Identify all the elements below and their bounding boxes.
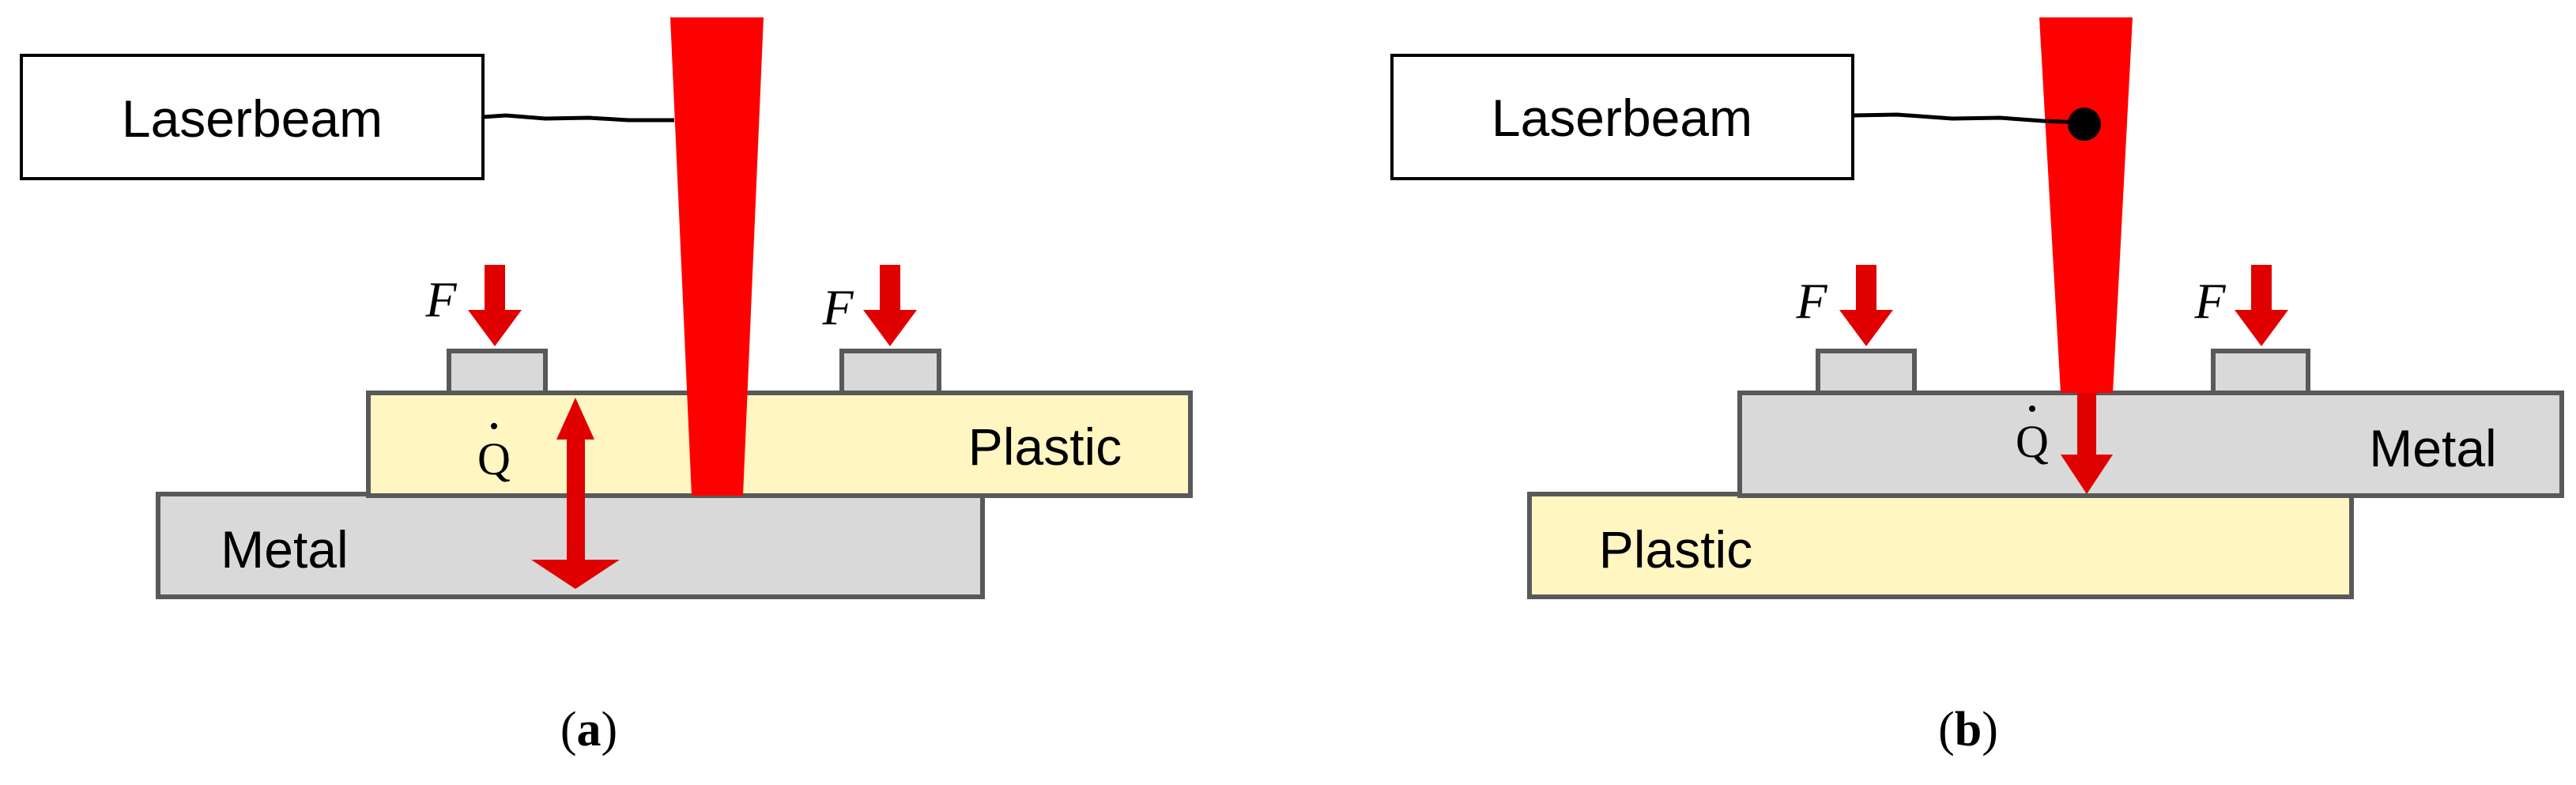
metal-plate [1737,391,2564,498]
caption-close: ) [602,703,618,757]
clamp-right [839,349,941,395]
caption-a: (a) [560,703,617,757]
laser-beam [2039,17,2133,393]
heat-label: Q [2016,416,2049,467]
laser-beam [670,17,764,496]
force-label-right: F [2193,273,2226,329]
leader-line [482,113,674,123]
q-dot [2029,406,2035,412]
caption-open: ( [560,703,577,757]
laserbeam-label: Laserbeam [122,89,383,148]
laserbeam-label: Laserbeam [1492,89,1752,147]
clamp-left [1816,349,1917,395]
caption-letter: b [1955,703,1982,757]
caption-open: ( [1938,703,1955,757]
heat-flux-double-arrow [531,398,620,589]
force-label-left: F [424,271,457,327]
panel-b: Laserbeam F F Q Metal Plastic (b) [1390,17,2564,757]
panel-a: Laserbeam F F Q Plastic Metal (a) [20,17,1193,757]
bottom-plate-label: Plastic [1599,520,1752,579]
caption-close: ) [1982,703,1998,757]
top-plate-label: Metal [2369,419,2496,477]
force-label-left: F [1795,273,1827,329]
leader-dot [2068,108,2101,141]
plastic-plate [366,391,1193,498]
bottom-plate-label: Metal [221,520,348,579]
q-dot [491,423,497,429]
clamp-left [447,349,548,395]
leader-line [1852,112,2084,125]
force-arrow-left [468,265,522,346]
caption-b: (b) [1938,703,1998,757]
force-label-right: F [821,279,854,335]
top-plate-label: Plastic [968,417,1122,476]
force-arrow-right [2235,265,2288,346]
heat-flux-arrow [2061,393,2113,494]
force-arrow-left [1839,265,1893,346]
caption-letter: a [577,703,602,757]
force-arrow-right [863,265,917,346]
plastic-plate [1527,492,2354,599]
heat-label: Q [477,433,511,485]
clamp-right [2211,349,2310,395]
laserbeam-label-box [1390,54,1854,180]
